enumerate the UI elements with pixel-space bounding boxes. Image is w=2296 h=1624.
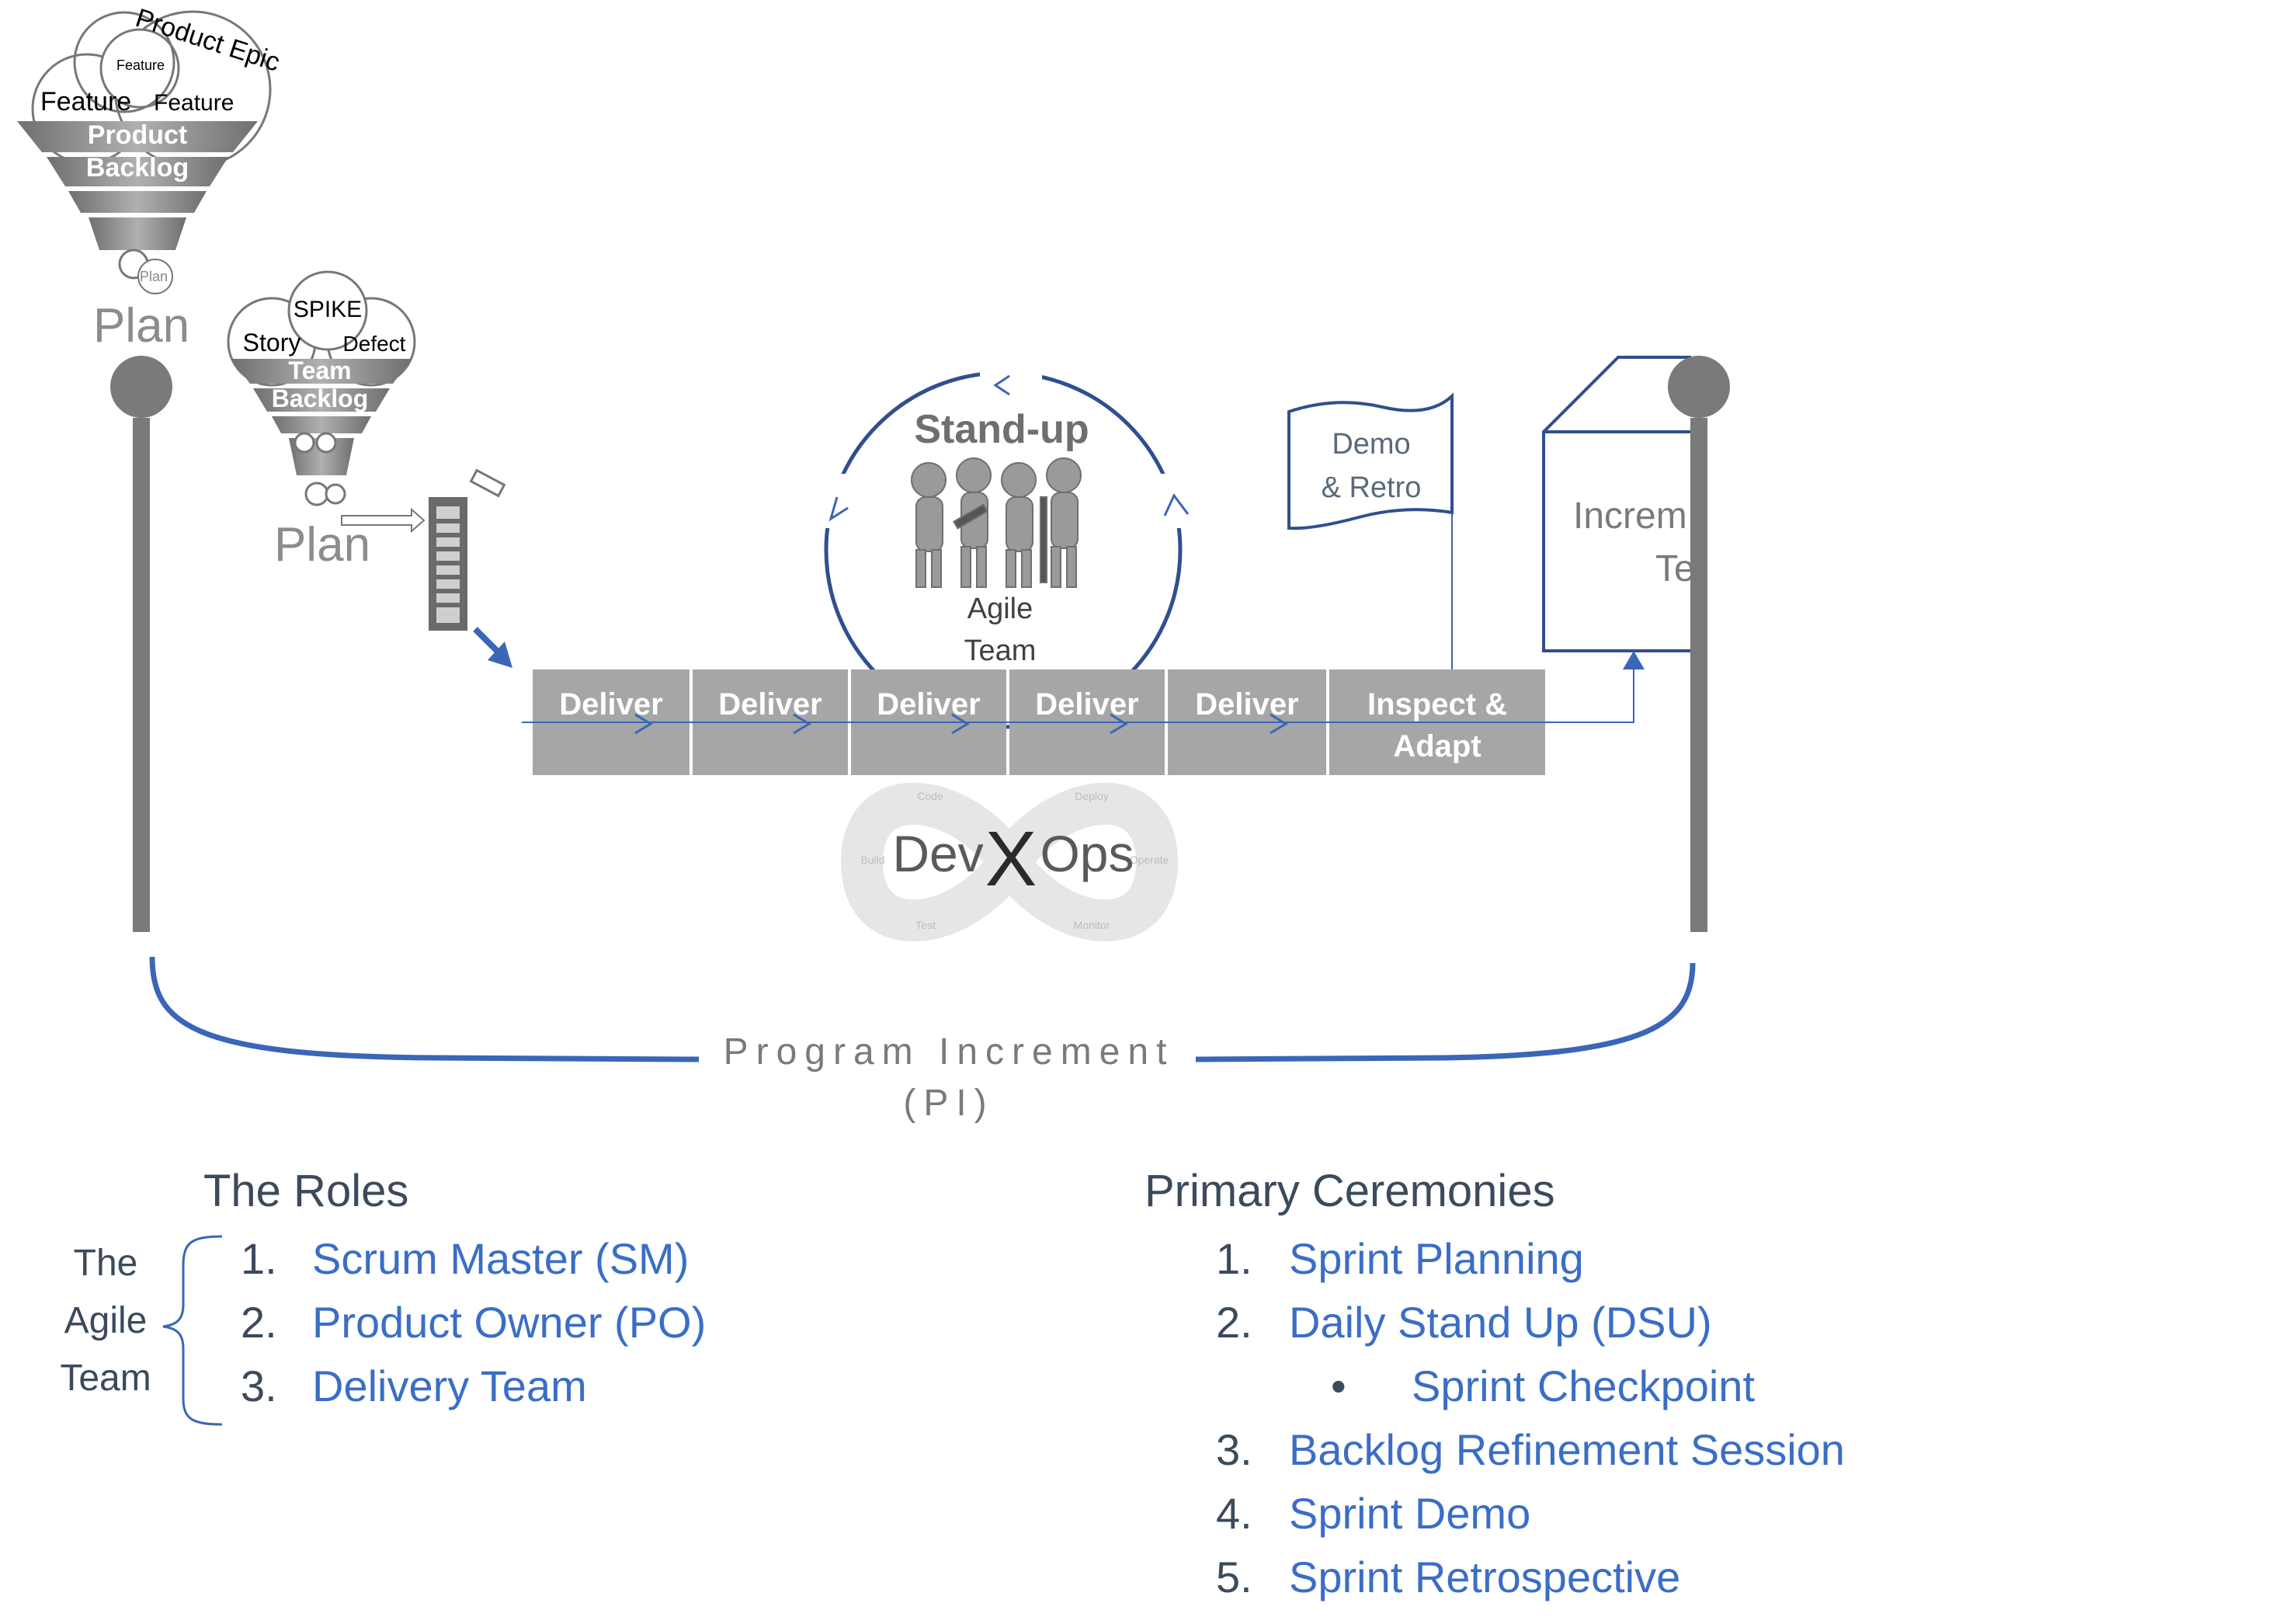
sprint-deliver-2: Deliver	[718, 687, 821, 722]
devops-infinity-icon: Code Deploy Build Operate Test Monitor D…	[840, 782, 1179, 942]
defect-label: Defect	[343, 332, 406, 356]
product-backlog-funnel: Product Epic Feature Feature Feature Pro…	[17, 3, 283, 294]
left-milestone	[110, 356, 172, 418]
sprint-deliver-4: Deliver	[1035, 687, 1138, 722]
roles-item-3[interactable]: Delivery Team	[312, 1361, 587, 1410]
feature-left-label: Feature	[40, 87, 131, 116]
standup-title: Stand-up	[914, 407, 1089, 452]
feature-small-label: Feature	[116, 57, 165, 73]
standup-cycle: Stand-up Agile Team	[818, 365, 1191, 729]
devops-segment-operate: Operate	[1130, 854, 1169, 866]
plan-title-main: Plan	[93, 299, 189, 353]
agile-team-brace	[162, 1235, 223, 1426]
ceremony-2-num: 2.	[1216, 1298, 1252, 1347]
devops-x: X	[985, 815, 1037, 902]
ceremony-2a[interactable]: Sprint Checkpoint	[1412, 1361, 1756, 1410]
sprint-deliver-5: Deliver	[1195, 687, 1298, 722]
ceremonies-title: Primary Ceremonies	[1145, 1166, 1555, 1216]
increment-label-1: Increm	[1573, 496, 1687, 537]
right-pole	[1690, 418, 1707, 932]
plan-small-label: Plan	[140, 269, 168, 284]
story-label: Story	[243, 329, 301, 356]
ceremony-2a-bullet: •	[1331, 1361, 1346, 1410]
demo-retro-flag: Demo & Retro	[1287, 392, 1454, 722]
devops-dev: Dev	[892, 825, 983, 882]
feature-right-label: Feature	[154, 90, 234, 116]
spike-label: SPIKE	[294, 297, 362, 322]
agile-team-word-1: The	[73, 1243, 138, 1284]
sprint-backlog-ladder	[341, 468, 512, 668]
increment-label-2: Te	[1655, 548, 1695, 589]
inspect-label-1: Inspect &	[1367, 687, 1507, 722]
agile-team-figures-icon	[911, 457, 1082, 588]
right-milestone	[1668, 356, 1730, 418]
roles-title: The Roles	[203, 1166, 409, 1216]
left-pole	[133, 418, 150, 932]
devops-segment-monitor: Monitor	[1074, 919, 1110, 931]
program-increment-label: Program Increment	[724, 1031, 1175, 1073]
ceremony-1[interactable]: Sprint Planning	[1289, 1234, 1584, 1283]
demo-label: Demo	[1332, 428, 1410, 461]
team-backlog-title-1: Team	[288, 356, 351, 384]
agile-team-label-2: Team	[964, 635, 1037, 667]
devops-segment-deploy: Deploy	[1075, 790, 1109, 802]
ceremony-5-num: 5.	[1216, 1553, 1252, 1601]
agile-team-label-1: Agile	[967, 593, 1033, 625]
program-increment-pi: (PI)	[903, 1083, 994, 1124]
roles-item-2-num: 2.	[241, 1298, 277, 1347]
product-backlog-title-2: Backlog	[86, 153, 189, 183]
retro-label: & Retro	[1322, 471, 1422, 504]
program-increment-brace: Program Increment (PI)	[149, 956, 1696, 1124]
roles-item-2[interactable]: Product Owner (PO)	[312, 1298, 707, 1347]
inspect-label-2: Adapt	[1393, 729, 1481, 763]
sprint-bar: Deliver Deliver Deliver Deliver Deliver …	[522, 651, 1645, 775]
ceremony-3-num: 3.	[1216, 1425, 1252, 1474]
devops-ops: Ops	[1040, 825, 1134, 882]
roles-item-3-num: 3.	[241, 1361, 277, 1410]
team-backlog-funnel: SPIKE Story Defect Team Backlog	[227, 270, 416, 506]
roles-item-1[interactable]: Scrum Master (SM)	[312, 1234, 689, 1283]
ceremony-2[interactable]: Daily Stand Up (DSU)	[1289, 1298, 1712, 1347]
agile-team-brace-label: The Agile Team	[43, 1235, 168, 1407]
agile-team-word-3: Team	[60, 1358, 151, 1399]
agile-team-word-2: Agile	[64, 1300, 148, 1341]
devops-segment-build: Build	[860, 854, 884, 866]
sprint-deliver-3: Deliver	[877, 687, 980, 722]
plan-title-team: Plan	[274, 518, 370, 572]
ceremony-4[interactable]: Sprint Demo	[1289, 1489, 1531, 1538]
ceremony-4-num: 4.	[1216, 1489, 1252, 1538]
sprint-deliver-1: Deliver	[559, 687, 662, 722]
ceremony-5[interactable]: Sprint Retrospective	[1289, 1553, 1681, 1601]
team-backlog-title-2: Backlog	[272, 384, 368, 412]
ceremony-1-num: 1.	[1216, 1234, 1252, 1283]
devops-segment-code: Code	[917, 790, 943, 802]
devops-segment-test: Test	[915, 919, 936, 931]
product-backlog-title-1: Product	[88, 120, 187, 150]
ceremony-3[interactable]: Backlog Refinement Session	[1289, 1425, 1845, 1474]
roles-item-1-num: 1.	[241, 1234, 277, 1283]
